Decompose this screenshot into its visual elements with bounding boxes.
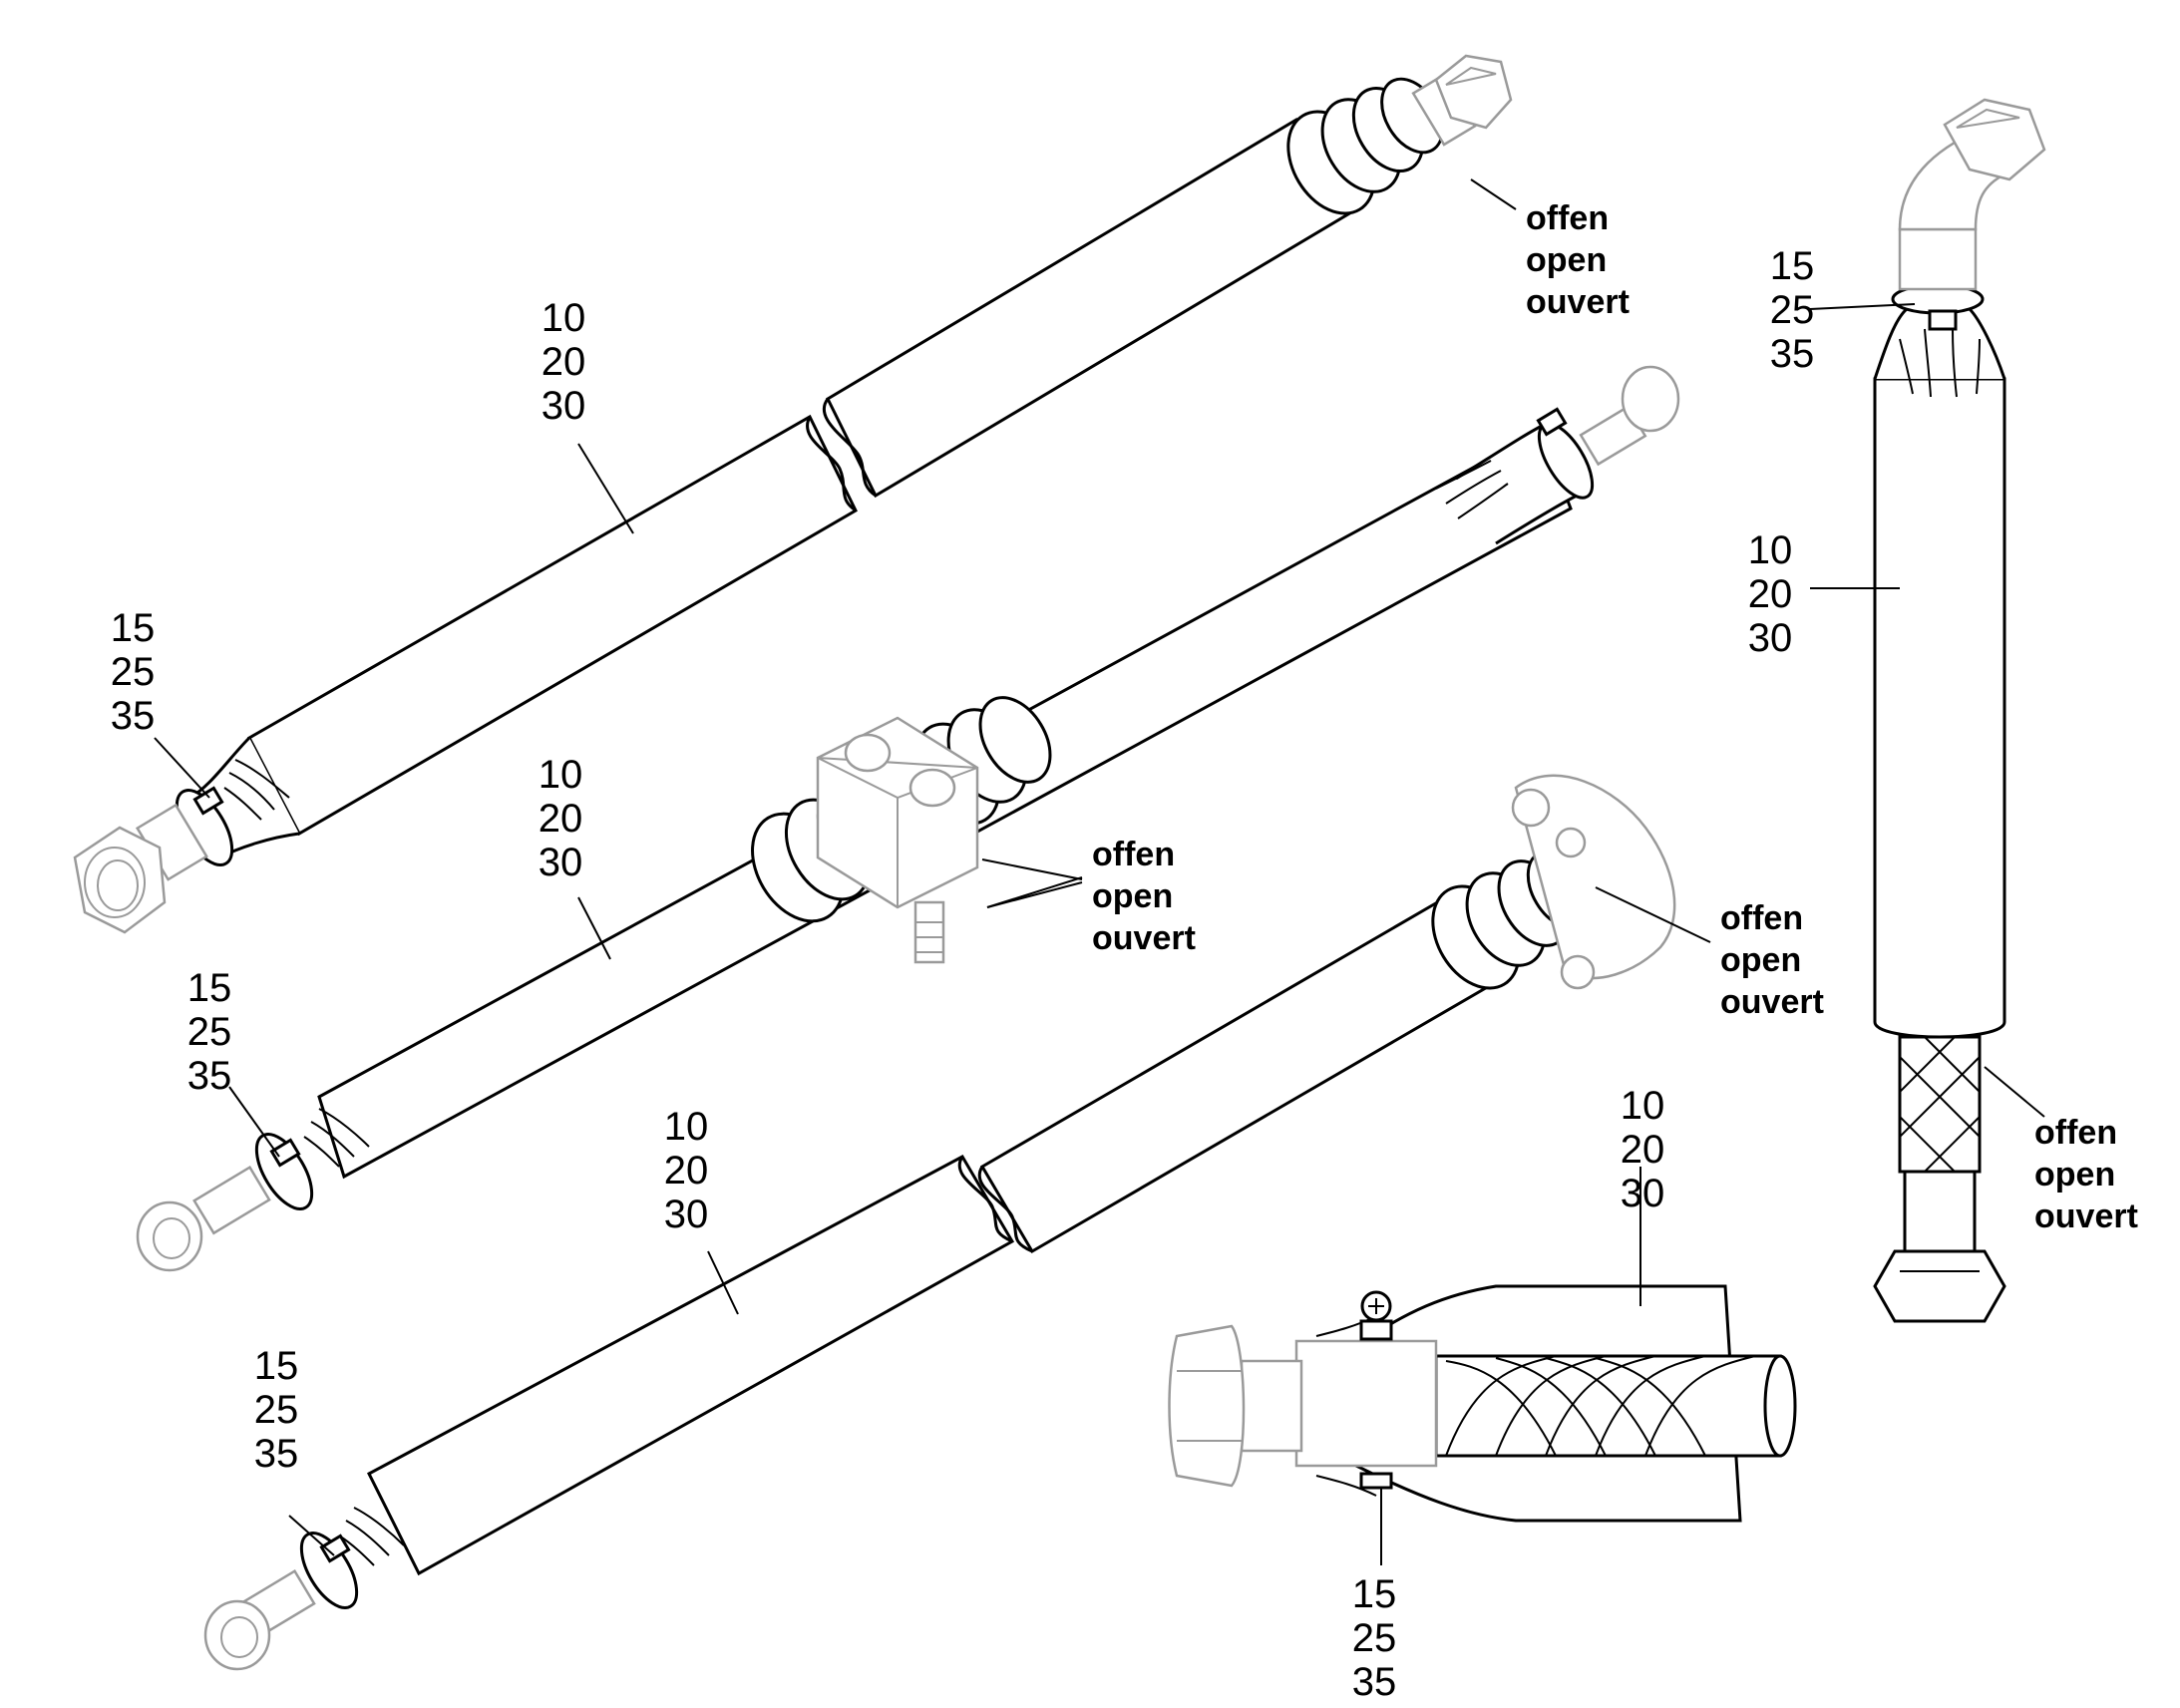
- clamp-code-label: 15: [187, 966, 232, 1010]
- hose-4-bottom-nut: [1873, 1170, 2006, 1323]
- hose-code-label: 30: [664, 1193, 709, 1236]
- hose-assembly-2: [136, 365, 1680, 1272]
- clamp-code-label: 35: [254, 1432, 299, 1476]
- hose-4-elbow-fitting: [1898, 98, 2046, 291]
- open-end-label: ouvert: [1720, 983, 1824, 1021]
- open-end-label: offen: [1092, 836, 1175, 873]
- hose-4-braided-section: [1898, 1035, 1982, 1174]
- open-end-label: ouvert: [1092, 919, 1196, 957]
- hose-code-label: 20: [1621, 1128, 1665, 1172]
- detail-clamp: [1315, 1290, 1393, 1497]
- leader-lines: [154, 178, 2045, 1565]
- hose-4-clamp: [1891, 283, 1985, 331]
- detail-end-nut: [1168, 1324, 1303, 1488]
- clamp-code-label: 35: [187, 1054, 232, 1098]
- hose-code-label: 20: [542, 340, 586, 384]
- clamp-code-label: 25: [1352, 1616, 1397, 1660]
- hose-code-label: 10: [1621, 1084, 1665, 1128]
- hose-code-label: 10: [1748, 528, 1793, 572]
- open-end-label: offen: [2034, 1114, 2117, 1152]
- clamp-code-label: 35: [1770, 332, 1815, 376]
- hose-2-right-clamp: [1536, 407, 1595, 500]
- hose-code-label: 20: [539, 797, 583, 841]
- open-end-label: open: [1720, 941, 1801, 979]
- hose-code-label: 30: [542, 384, 586, 428]
- clamp-code-label: 35: [111, 694, 156, 738]
- clamp-code-label: 25: [187, 1010, 232, 1054]
- hose-code-label: 20: [1748, 572, 1793, 616]
- hose-2-bracket: [816, 716, 979, 964]
- clamp-code-label: 15: [1352, 1572, 1397, 1616]
- open-end-label: open: [1092, 877, 1173, 915]
- hose-1-nut-fitting: [1411, 54, 1513, 147]
- open-end-label: offen: [1526, 199, 1609, 237]
- hose-2-left-stub: [136, 1166, 271, 1272]
- open-end-label: ouvert: [1526, 283, 1630, 321]
- hose-detail-section: [1168, 1284, 1797, 1523]
- hose-1-clamp: [175, 786, 234, 866]
- hose-assembly-4: [1873, 98, 2046, 1323]
- open-end-label: open: [2034, 1156, 2115, 1194]
- hose-3-clamp: [299, 1532, 359, 1609]
- open-end-label: ouvert: [2034, 1197, 2138, 1235]
- clamp-code-label: 15: [111, 606, 156, 650]
- hose-2-right-stub: [1579, 365, 1680, 467]
- clamp-code-label: 15: [1770, 244, 1815, 288]
- clamp-code-label: 35: [1352, 1660, 1397, 1704]
- hose-code-label: 30: [1748, 616, 1793, 660]
- hose-2-left-clamp: [254, 1133, 314, 1210]
- hose-3-flange: [1511, 774, 1676, 990]
- open-end-label: offen: [1720, 899, 1803, 937]
- clamp-code-label: 25: [254, 1388, 299, 1432]
- hose-code-label: 20: [664, 1149, 709, 1193]
- hose-1-end-nut: [73, 803, 208, 934]
- hose-code-label: 30: [1621, 1172, 1665, 1215]
- hose-code-label: 10: [664, 1105, 709, 1149]
- open-end-label: open: [1526, 241, 1607, 279]
- clamp-code-label: 25: [1770, 288, 1815, 332]
- hose-code-label: 30: [539, 841, 583, 884]
- hose-3-left-stub: [203, 1569, 316, 1671]
- hose-code-label: 10: [539, 753, 583, 797]
- hose-assembly-3: [203, 774, 1676, 1671]
- clamp-code-label: 15: [254, 1344, 299, 1388]
- hose-assembly-1: [73, 54, 1513, 934]
- clamp-code-label: 25: [111, 650, 156, 694]
- labels: 10 20 30 15 25 35 offen open ouvert 10 2…: [111, 199, 2138, 1704]
- hose-code-label: 10: [542, 296, 586, 340]
